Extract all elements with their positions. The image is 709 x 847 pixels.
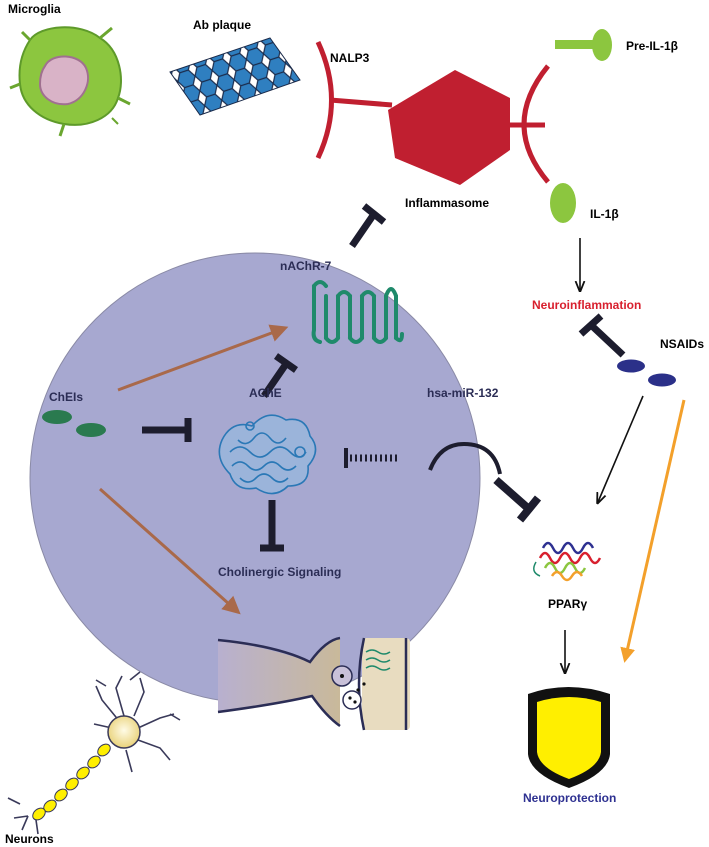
il1b-protein	[550, 183, 576, 223]
neuron-cell-icon	[7, 671, 181, 835]
pre-il1b-protein	[555, 29, 612, 61]
microglia-label: Microglia	[8, 2, 61, 16]
ppar-label: PPARγ	[548, 597, 588, 611]
cheis-inhibit-ache	[142, 418, 192, 442]
mir132-ache-dashed-link	[344, 448, 400, 468]
synapse-icon	[217, 636, 410, 731]
nsaids-pills	[617, 359, 676, 387]
ache-label: AChE	[249, 386, 282, 400]
ache-inhibit-cholinergic	[260, 500, 284, 552]
nachr-receptor-icon	[311, 280, 404, 344]
cheis-to-nachr-arrow	[117, 324, 289, 392]
amyloid-plaque-icon	[169, 37, 301, 116]
mir132-inhibit-ppar	[493, 477, 542, 523]
ppar-protein-structure-icon	[533, 541, 602, 582]
neurons-label: Neurons	[5, 832, 54, 846]
ache-inhibit-nachr	[261, 353, 299, 398]
nsaids-inhibit-neuroinflammation	[578, 313, 626, 358]
il1b-label: IL-1β	[590, 207, 619, 221]
mir132-label: hsa-miR-132	[427, 386, 499, 400]
cheis-to-synapse-arrow	[99, 487, 241, 615]
nsaids-label: NSAIDs	[660, 337, 705, 351]
cholinergic-signaling-label: Cholinergic Signaling	[218, 565, 342, 579]
ab-plaque-label: Ab plaque	[193, 18, 252, 32]
cheis-pills	[42, 410, 106, 437]
pre-il1b-label: Pre-IL-1β	[626, 39, 679, 53]
nalp3-label: NALP3	[330, 51, 370, 65]
nsaids-to-ppar-arrow	[598, 395, 644, 502]
microglia-cell-icon	[9, 26, 131, 137]
inflammasome-complex	[315, 40, 550, 185]
cheis-label: ChEIs	[49, 390, 84, 404]
nachr7-label: nAChR-7	[280, 259, 332, 273]
inflammasome-label: Inflammasome	[405, 196, 490, 210]
neuroinflammation-label: Neuroinflammation	[532, 298, 642, 312]
shield-icon	[528, 687, 610, 788]
ache-protein-structure-icon	[218, 414, 317, 495]
nsaids-to-neuroprotection-arrow	[620, 399, 686, 663]
neuroprotection-label: Neuroprotection	[523, 791, 617, 805]
nachr-inhibit-inflammasome	[349, 203, 387, 248]
mir132-curve	[428, 441, 502, 475]
